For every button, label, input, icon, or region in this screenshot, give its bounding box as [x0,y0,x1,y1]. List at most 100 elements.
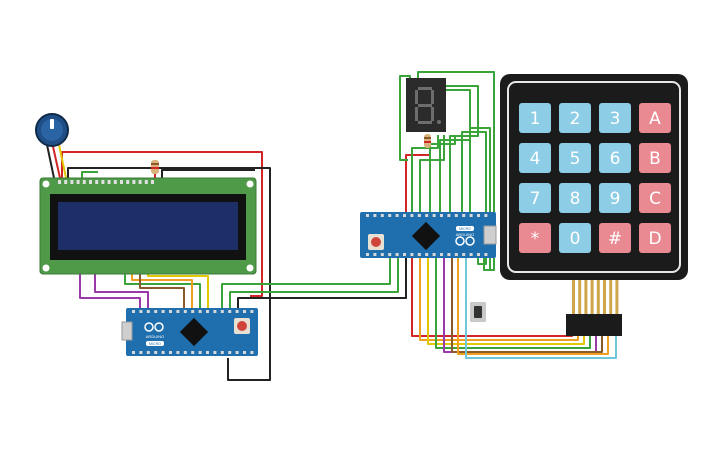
board-pin [477,253,480,256]
wire-green-7seg-left[interactable] [399,75,411,161]
wire-green-7seg-1[interactable] [411,135,439,212]
board-pin [440,214,443,217]
lcd-display[interactable] [39,177,257,275]
board-pin [484,214,488,217]
keypad-key-d[interactable]: D [639,223,671,253]
board-pin [250,351,254,354]
header-pin [89,180,92,184]
keypad-key-5[interactable]: 5 [559,143,591,173]
arduino-logo-icon [455,236,475,246]
wire-orange-lcd[interactable] [131,272,193,312]
keypad-key-star[interactable]: * [519,223,551,253]
board-pin [198,310,202,313]
wire-cyan-kp[interactable] [465,258,617,359]
keypad-key-2[interactable]: 2 [559,103,591,133]
board-pin [447,214,451,217]
resistor-7seg[interactable] [424,134,431,148]
potentiometer[interactable] [35,113,69,179]
board-pin [228,310,232,313]
keypad-key-4[interactable]: 4 [519,143,551,173]
arduino-micro-right[interactable]: MICRO ARDUINO [360,212,497,258]
header-pin [101,180,105,184]
arduino-micro-left[interactable]: ARDUINO MICRO [121,308,258,356]
wire-red-7seg[interactable] [405,154,430,212]
keypad-key-9[interactable]: 9 [599,183,631,213]
wire-brown-lcd[interactable] [139,272,185,312]
board-pin [380,253,384,256]
board-pin [388,214,392,217]
board-pin [154,310,158,313]
wire-green-lcd-1[interactable] [81,171,98,178]
keypad-key-1[interactable]: 1 [519,103,551,133]
keypad-key-3[interactable]: 3 [599,103,631,133]
keypad-key-b[interactable]: B [639,143,671,173]
seven-segment-display[interactable]: 8. [0,0,446,132]
board-pin [462,253,466,256]
board-pin [169,351,172,354]
keypad-key-6[interactable]: 6 [599,143,631,173]
board-pin [235,351,239,354]
board-pin [366,214,369,217]
board-pin [198,351,202,354]
wire-green-7seg-3[interactable] [429,135,456,212]
board-pin [132,351,135,354]
keypad-key-0[interactable]: 0 [559,223,591,253]
board-pin [417,214,421,217]
wire-green-7seg-2[interactable] [419,135,445,212]
key-label: 4 [530,149,541,169]
board-pin [454,253,458,256]
board-pin [243,351,246,354]
keypad-key-8[interactable]: 8 [559,183,591,213]
board-pin [139,310,143,313]
keypad-key-a[interactable]: A [639,103,671,133]
wire-black-lcd-top[interactable] [67,167,271,381]
wire-green-lcd-3[interactable] [124,272,201,312]
header-pin [113,180,117,184]
keypad-key-hash[interactable]: # [599,223,631,253]
board-pin [176,310,180,313]
header-pin [95,180,99,184]
board-pin [477,214,480,217]
header-pin [107,180,111,184]
wire-green-right-2[interactable] [469,127,491,270]
header-pin [126,180,130,184]
board-model: MICRO [149,342,161,346]
board-pin [373,253,377,256]
resistor-lcd[interactable] [151,160,159,174]
seven-segment-value: 8. [0,0,2,1]
ribbon-trace [609,280,613,314]
header-pin [132,180,136,184]
board-pin [403,253,406,256]
wire-green-7seg-top[interactable] [417,71,495,271]
keypad-key-7[interactable]: 7 [519,183,551,213]
board-pin [410,253,414,256]
board-pin [213,351,217,354]
board-pin [454,214,458,217]
usb-port [121,321,133,341]
ribbon-trace [596,280,600,314]
wire-green-right-1[interactable] [461,131,487,265]
wire-purple-lcd-1[interactable] [79,272,141,312]
key-label: D [648,229,661,249]
keypad-key-c[interactable]: C [639,183,671,213]
board-pin [440,253,443,256]
board-pin [250,310,254,313]
board-pin [191,351,195,354]
board-pin [403,214,406,217]
board-pin [425,214,429,217]
wire-orange2-kp[interactable] [457,258,609,355]
board-pin [183,351,187,354]
pushbutton[interactable] [470,302,486,322]
board-pin [146,351,150,354]
wire-black-lcd-2[interactable] [161,169,255,178]
wire-purple-lcd-2[interactable] [94,272,149,312]
header-pin [151,180,154,184]
wire-green-link-1[interactable] [221,258,391,312]
board-pin [161,310,165,313]
wire-black-link[interactable] [237,258,407,312]
header-pin [144,180,148,184]
wire-green-link-2[interactable] [229,258,399,312]
wire-green-7seg-5[interactable] [445,85,479,212]
